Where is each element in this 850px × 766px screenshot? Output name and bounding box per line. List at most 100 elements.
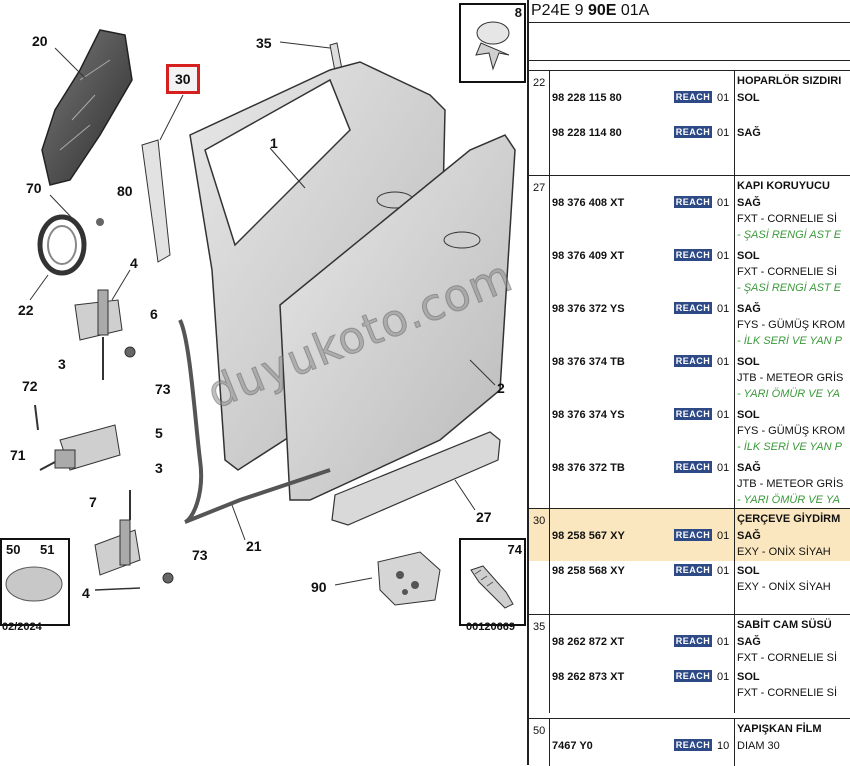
catalog-header-prefix: P24E 9 bbox=[531, 2, 588, 19]
callout-6: 6 bbox=[150, 306, 158, 322]
part-number[interactable]: 98 376 408 XT bbox=[552, 197, 625, 209]
reach-badge: REACH bbox=[674, 355, 712, 367]
upper-hinge bbox=[74, 269, 136, 380]
group-ref: 30 bbox=[533, 515, 546, 527]
series-note: - ŞASİ RENGİ AST E bbox=[737, 229, 842, 241]
color-note: JTB - METEOR GRİS bbox=[737, 372, 844, 384]
callout-3-lower: 3 bbox=[155, 460, 163, 476]
inset-50-code: 02/2024 bbox=[2, 621, 42, 633]
quantity: 01 bbox=[717, 462, 730, 474]
quantity: 01 bbox=[717, 127, 730, 139]
side-label: SAĞ bbox=[737, 462, 761, 474]
frame-trim-strip bbox=[141, 94, 184, 263]
inset-74-number: 74 bbox=[507, 542, 522, 557]
part-number[interactable]: 98 376 372 YS bbox=[552, 303, 625, 315]
lower-hinge bbox=[34, 404, 121, 471]
side-label: SAĞ bbox=[737, 197, 761, 209]
callout-20: 20 bbox=[32, 33, 48, 49]
quantity: 01 bbox=[717, 409, 730, 421]
inset-stud-74[interactable]: 74 bbox=[459, 538, 526, 626]
inset-50-number: 50 bbox=[6, 542, 21, 557]
parts-group-30-selected[interactable]: 30 ÇERÇEVE GİYDİRM 98 258 567 XY REACH 0… bbox=[529, 508, 850, 561]
reach-badge: REACH bbox=[674, 635, 712, 647]
parts-group-30-row-2[interactable]: 98 258 568 XY REACH 01 SOL EXY - ONİX Sİ… bbox=[529, 560, 850, 614]
part-number[interactable]: 98 262 873 XT bbox=[552, 671, 625, 683]
diagram-drawing bbox=[29, 29, 516, 606]
group-title: HOPARLÖR SIZDIRI bbox=[737, 75, 842, 87]
group-title: KAPI KORUYUCU bbox=[737, 180, 830, 192]
quantity: 01 bbox=[717, 250, 730, 262]
callout-4-upper: 4 bbox=[130, 255, 138, 271]
adhesive-disc-icon bbox=[5, 566, 63, 602]
inset-74-code: 00120669 bbox=[466, 621, 515, 633]
quantity: 01 bbox=[717, 303, 730, 315]
group-ref: 35 bbox=[533, 621, 546, 633]
parts-group-50[interactable]: 50 YAPIŞKAN FİLM 7467 Y0 REACH 10 DIAM 3… bbox=[529, 718, 850, 766]
door-check-strap bbox=[94, 490, 174, 591]
callout-73-upper: 73 bbox=[155, 381, 171, 397]
part-number[interactable]: 98 262 872 XT bbox=[552, 636, 625, 648]
part-number[interactable]: 98 258 568 XY bbox=[552, 565, 625, 577]
series-note: - İLK SERİ VE YAN P bbox=[737, 335, 842, 347]
callout-27: 27 bbox=[476, 509, 492, 525]
quantity: 10 bbox=[717, 740, 730, 752]
reach-badge: REACH bbox=[674, 91, 712, 103]
reach-badge: REACH bbox=[674, 739, 712, 751]
quantity: 01 bbox=[717, 636, 730, 648]
side-label: SAĞ bbox=[737, 127, 761, 139]
side-label: SOL bbox=[737, 356, 760, 368]
color-note: EXY - ONİX SİYAH bbox=[737, 581, 831, 593]
color-note: EXY - ONİX SİYAH bbox=[737, 546, 831, 558]
series-note: - ŞASİ RENGİ AST E bbox=[737, 282, 842, 294]
part-number[interactable]: 98 258 567 XY bbox=[552, 530, 625, 542]
part-number[interactable]: 98 376 374 YS bbox=[552, 409, 625, 421]
clip-kit-box bbox=[334, 551, 441, 606]
color-note: FXT - CORNELIE Sİ bbox=[737, 213, 838, 225]
quantity: 01 bbox=[717, 565, 730, 577]
callout-2: 2 bbox=[497, 380, 505, 396]
callout-1: 1 bbox=[270, 135, 278, 151]
part-number[interactable]: 7467 Y0 bbox=[552, 740, 593, 752]
part-number[interactable]: 98 228 115 80 bbox=[552, 92, 622, 104]
catalog-header-bold: 90E bbox=[587, 2, 617, 19]
callout-21: 21 bbox=[246, 538, 262, 554]
group-ref: 50 bbox=[533, 725, 546, 737]
group-ref: 22 bbox=[533, 77, 546, 89]
door-seal bbox=[178, 319, 331, 541]
catalog-header-suffix: 01A bbox=[616, 2, 650, 19]
part-number[interactable]: 98 376 372 TB bbox=[552, 462, 625, 474]
callout-72: 72 bbox=[22, 378, 38, 394]
inset-clip-8[interactable]: 8 bbox=[459, 3, 526, 83]
part-number[interactable]: 98 376 374 TB bbox=[552, 356, 625, 368]
reach-badge: REACH bbox=[674, 670, 712, 682]
inset-adhesive-film[interactable]: 50 51 bbox=[0, 538, 70, 626]
exploded-parts-diagram: 20 30 35 1 70 80 22 4 6 3 73 72 5 71 3 7… bbox=[0, 3, 526, 633]
side-label: SAĞ bbox=[737, 530, 761, 542]
part-number[interactable]: 98 376 409 XT bbox=[552, 250, 625, 262]
inset-51-number: 51 bbox=[40, 542, 55, 557]
door-protector-strip bbox=[331, 431, 501, 526]
quantity: 01 bbox=[717, 92, 730, 104]
series-note: - YARI ÖMÜR VE YA bbox=[737, 494, 840, 506]
callout-22: 22 bbox=[18, 302, 34, 318]
inset-8-number: 8 bbox=[514, 5, 522, 20]
color-note: FXT - CORNELIE Sİ bbox=[737, 652, 838, 664]
callout-30-highlighted[interactable]: 30 bbox=[166, 64, 200, 94]
callout-5: 5 bbox=[155, 425, 163, 441]
callout-35: 35 bbox=[256, 35, 272, 51]
callout-3-upper: 3 bbox=[58, 356, 66, 372]
color-note: JTB - METEOR GRİS bbox=[737, 478, 844, 490]
side-label: SOL bbox=[737, 671, 760, 683]
group-title: SABİT CAM SÜSÜ bbox=[737, 619, 832, 631]
reach-badge: REACH bbox=[674, 302, 712, 314]
callout-73-lower: 73 bbox=[192, 547, 208, 563]
callout-80: 80 bbox=[117, 183, 133, 199]
parts-group-22[interactable]: 22 HOPARLÖR SIZDIRI 98 228 115 80 REACH … bbox=[529, 70, 850, 175]
parts-group-35[interactable]: 35 SABİT CAM SÜSÜ 98 262 872 XT REACH 01… bbox=[529, 614, 850, 713]
callout-70: 70 bbox=[26, 180, 42, 196]
callout-7: 7 bbox=[89, 494, 97, 510]
callout-4-lower: 4 bbox=[82, 585, 90, 601]
group-ref: 27 bbox=[533, 182, 546, 194]
part-number[interactable]: 98 228 114 80 bbox=[552, 127, 622, 139]
parts-group-27[interactable]: 27 KAPI KORUYUCU 98 376 408 XT REACH 01 … bbox=[529, 175, 850, 508]
